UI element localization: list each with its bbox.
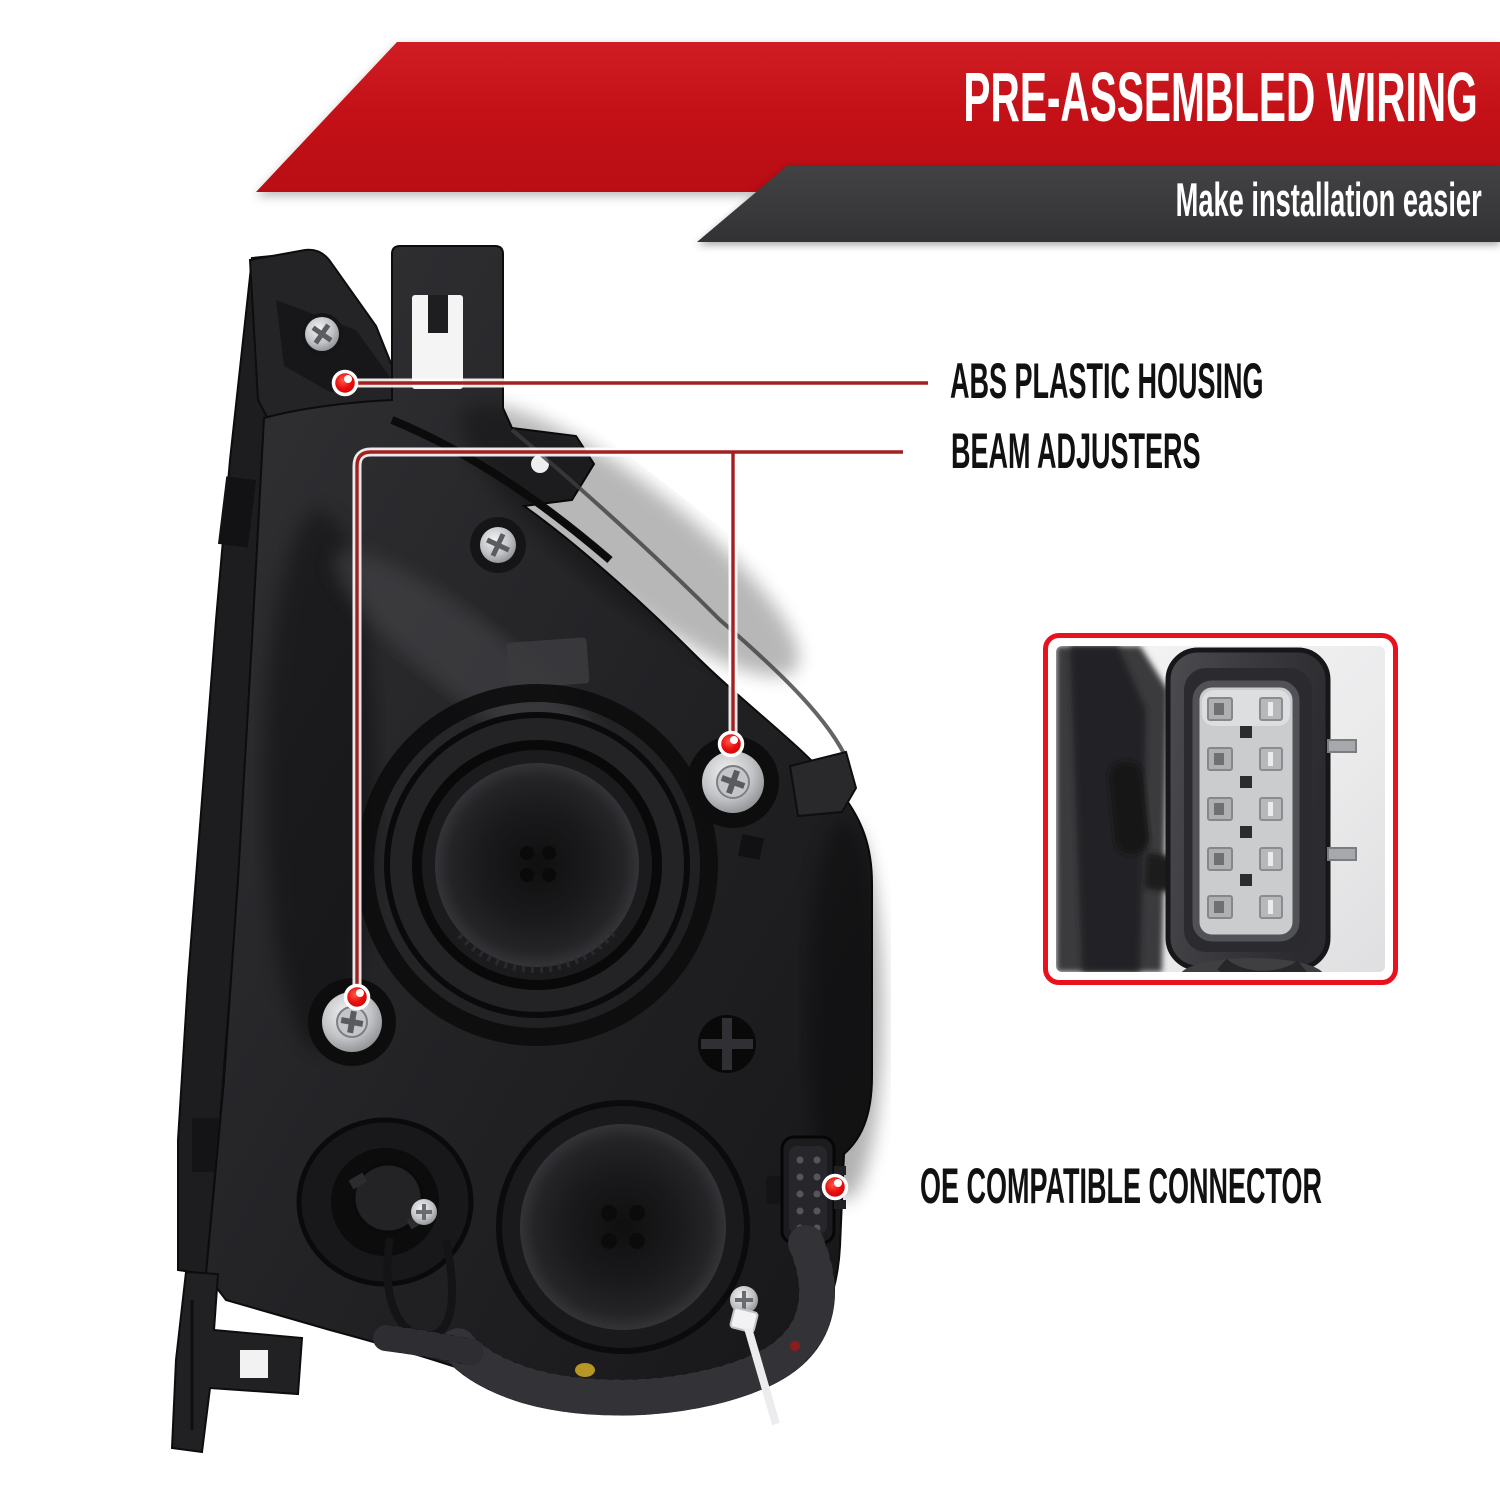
connector-closeup-illustration: [1056, 646, 1385, 972]
callout-dot-beam-1: [717, 730, 745, 758]
callout-lines: [345, 378, 928, 1189]
headlight-housing-illustration: [170, 245, 883, 1454]
plus-vent-hole: [698, 1015, 756, 1073]
oe-connector: [766, 1135, 846, 1245]
callout-label-oe: OE COMPATIBLE CONNECTOR: [920, 1158, 1323, 1214]
banner-subtitle: Make installation easier: [1175, 173, 1482, 226]
connector-closeup-inset: [1043, 633, 1398, 985]
banner-subtitle-bar: Make installation easier: [0, 166, 1500, 242]
mounting-tab-slot: [412, 295, 463, 389]
callout-dot-oe: [821, 1173, 849, 1201]
bulb-access-cap-upper: [356, 684, 718, 1046]
beam-adjuster-screw-2: [308, 978, 396, 1066]
callout-dot-beam-2: [343, 983, 371, 1011]
banner-subtitle-bar-shape: Make installation easier: [697, 166, 1500, 242]
callout-label-abs: ABS PLASTIC HOUSING: [950, 353, 1264, 409]
lower-mounting-bracket: [170, 1270, 304, 1454]
bulb-socket: [296, 1117, 474, 1341]
zip-tie: [729, 1286, 780, 1426]
callout-label-beam: BEAM ADJUSTERS: [951, 423, 1201, 479]
callout-dot-abs: [331, 369, 359, 397]
callout-dots: [331, 369, 849, 1201]
beam-adjuster-screw-1: [687, 736, 779, 828]
mounting-screw-icon: [301, 313, 343, 355]
wiring-loom: [373, 1225, 835, 1416]
connector-closeup-photo: [1056, 646, 1385, 972]
banner-title: PRE-ASSEMBLED WIRING: [963, 58, 1478, 136]
bulb-access-cap-lower: [496, 1100, 750, 1354]
